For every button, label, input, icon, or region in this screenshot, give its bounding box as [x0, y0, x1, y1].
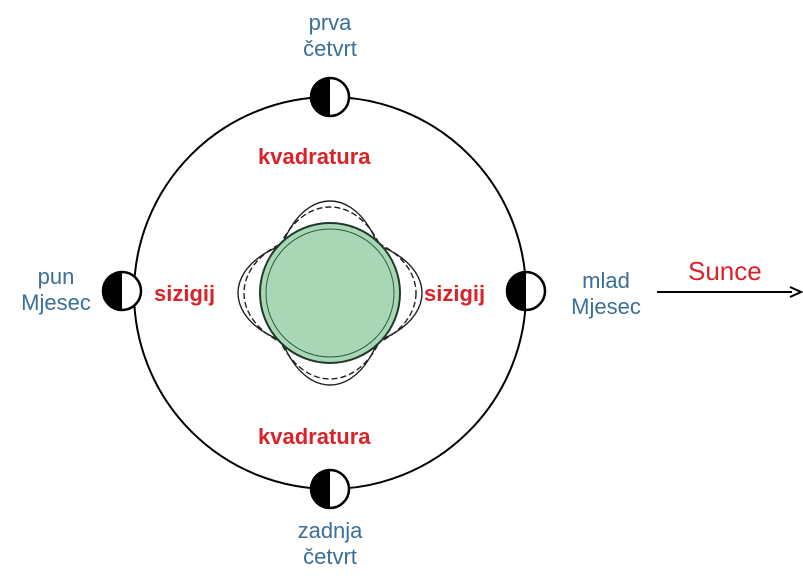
earth: [260, 223, 400, 363]
label-syzygy-right: sizigij: [424, 283, 485, 305]
label-first-quarter-line1: prva: [281, 10, 379, 36]
label-new-moon-line1: mlad: [552, 268, 660, 294]
sun-arrow: [657, 287, 801, 297]
label-last-quarter: zadnja četvrt: [278, 518, 382, 570]
label-full-moon: pun Mjesec: [4, 264, 108, 316]
label-quadrature-top: kvadratura: [258, 146, 371, 168]
moon-first-quarter: [311, 78, 349, 116]
moon-last-quarter: [311, 470, 349, 508]
label-first-quarter-line2: četvrt: [281, 36, 379, 62]
label-sun: Sunce: [688, 258, 762, 284]
label-last-quarter-line1: zadnja: [278, 518, 382, 544]
label-last-quarter-line2: četvrt: [278, 544, 382, 570]
label-syzygy-left: sizigij: [154, 283, 215, 305]
label-new-moon: mlad Mjesec: [552, 268, 660, 320]
label-full-moon-line1: pun: [4, 264, 108, 290]
label-quadrature-bottom: kvadratura: [258, 426, 371, 448]
moon-new: [507, 272, 545, 310]
label-first-quarter: prva četvrt: [281, 10, 379, 62]
moon-full: [103, 272, 141, 310]
label-new-moon-line2: Mjesec: [552, 294, 660, 320]
label-full-moon-line2: Mjesec: [4, 290, 108, 316]
